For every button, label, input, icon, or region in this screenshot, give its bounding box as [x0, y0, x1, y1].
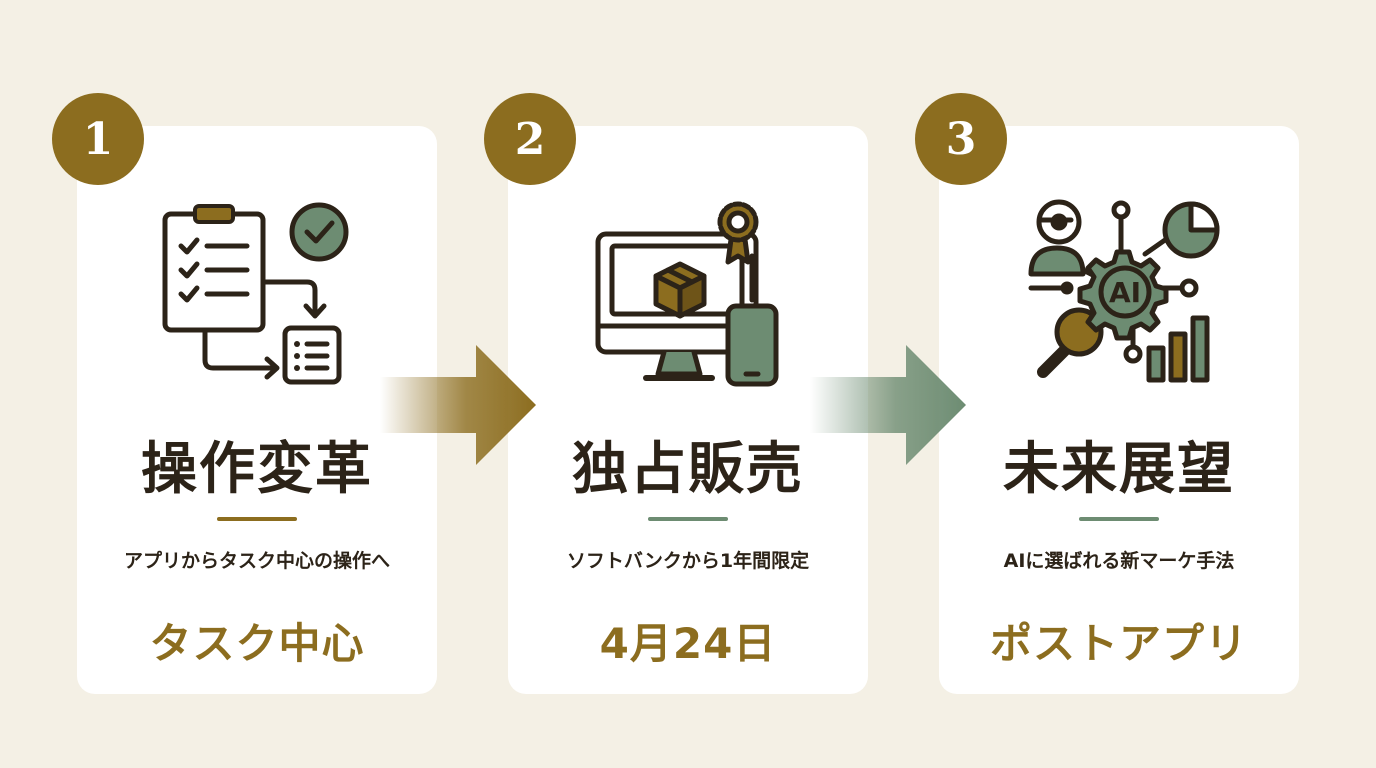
step-keyword: タスク中心 [149, 619, 365, 668]
step-description: ソフトバンクから1年間限定 [566, 550, 810, 572]
clipboard-checklist-flow-icon [162, 202, 349, 385]
title-divider [1079, 517, 1159, 521]
arrow-right-icon [380, 345, 536, 465]
step-number-badge-3: 3 [915, 93, 1007, 185]
step-number-badge-2: 2 [484, 93, 576, 185]
step-title: 独占販売 [572, 436, 804, 502]
monitor-package-smartphone-icon [595, 201, 779, 387]
step-card-1: 操作変革 アプリからタスク中心の操作へ タスク中心 [77, 126, 437, 694]
step-number-badge-1: 1 [52, 93, 144, 185]
title-divider [648, 517, 728, 521]
step-description: AIに選ばれる新マーケ手法 [1003, 550, 1235, 572]
title-divider [217, 517, 297, 521]
step-card-3: AI 未来展望 AIに選ばれる新マーケ手法 ポストアプリ [939, 126, 1299, 694]
ai-gear-analytics-icon: AI [1028, 199, 1220, 383]
step-card-2: 独占販売 ソフトバンクから1年間限定 4月24日 [508, 126, 868, 694]
svg-text:AI: AI [1109, 276, 1141, 309]
step-description: アプリからタスク中心の操作へ [123, 550, 390, 572]
step-title: 操作変革 [141, 436, 373, 502]
arrow-right-icon [810, 345, 966, 465]
step-keyword: 4月24日 [599, 619, 777, 668]
step-keyword: ポストアプリ [989, 619, 1248, 668]
step-title: 未来展望 [1003, 436, 1235, 502]
